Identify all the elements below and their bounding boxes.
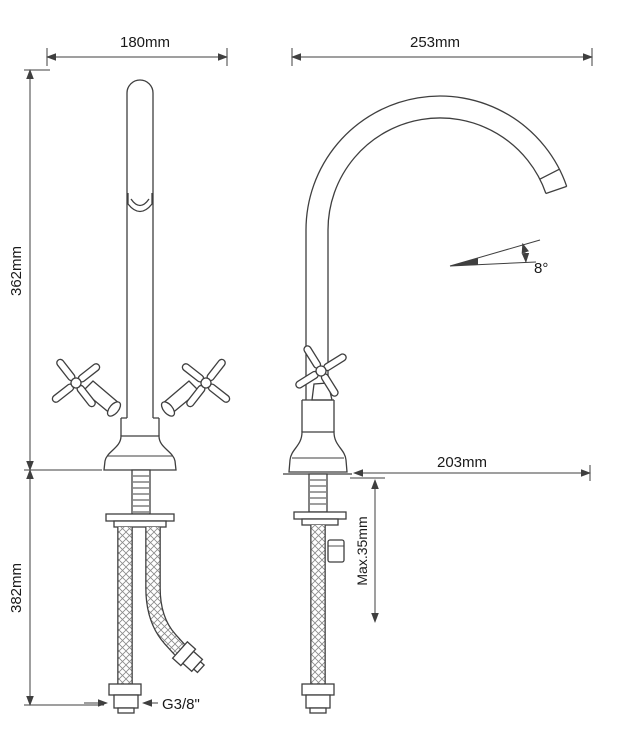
right-handle-boss — [160, 401, 176, 417]
side-body — [301, 399, 335, 432]
side-handle — [295, 345, 347, 397]
side-handle-hub — [315, 365, 327, 377]
spout-inner-edge — [327, 117, 547, 400]
spout-reach-label: 203mm — [437, 454, 487, 471]
mounting-washer — [105, 513, 175, 522]
spout-angle-label: 8° — [534, 260, 548, 277]
angle-wedge — [450, 258, 478, 266]
left-handle-hub — [70, 377, 82, 389]
spout-tip-cap — [545, 185, 567, 195]
front-view — [51, 79, 231, 714]
spout-outer-edge — [305, 95, 568, 400]
aerator-band — [539, 168, 560, 180]
dimensions: 180mm 253mm 362mm 382mm 203mm 8° Max.35m… — [8, 34, 593, 713]
max-thickness-label: Max.35mm — [354, 516, 370, 585]
stud-threads — [133, 475, 149, 513]
body-collar — [120, 417, 160, 436]
left-hose-nut — [108, 683, 142, 714]
right-handle-hub — [200, 377, 212, 389]
side-mounting-washer — [293, 511, 347, 520]
threaded-stud — [131, 469, 151, 515]
side-mounting-nut — [301, 518, 339, 526]
riser-tube — [126, 79, 154, 418]
base-flange — [103, 435, 177, 471]
height-below-label: 382mm — [8, 563, 25, 613]
side-base-flange — [288, 431, 348, 473]
front-width-label: 180mm — [120, 34, 170, 51]
right-handle — [181, 358, 231, 408]
angle-arc — [521, 242, 530, 263]
side-hose-nut — [301, 683, 335, 714]
left-handle — [51, 358, 101, 408]
side-fitting — [327, 539, 345, 563]
side-stud-threads — [310, 479, 326, 505]
spout-outlet — [127, 193, 153, 213]
height-above-label: 362mm — [8, 246, 25, 296]
side-depth-label: 253mm — [410, 34, 460, 51]
side-view — [283, 95, 568, 714]
hose-thread-label: G3/8" — [162, 696, 200, 713]
right-hose — [146, 527, 185, 655]
bent-hose-nut — [171, 640, 206, 674]
left-handle-boss — [106, 401, 122, 417]
mounting-nut — [113, 520, 167, 528]
